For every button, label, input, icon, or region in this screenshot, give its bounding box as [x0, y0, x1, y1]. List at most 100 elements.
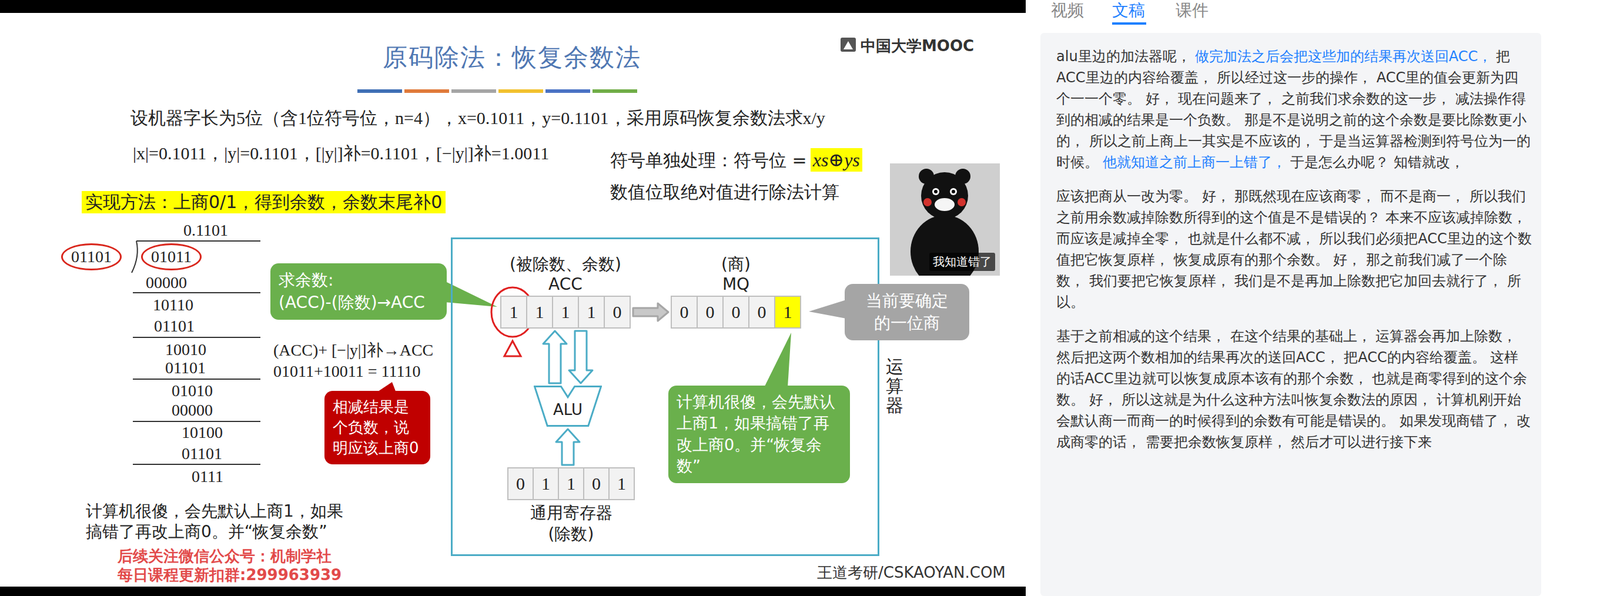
division-row: 10010	[165, 339, 207, 360]
red-circle: 01101	[61, 243, 122, 271]
mooc-logo-icon	[840, 37, 856, 52]
circled-number: 01101	[71, 247, 112, 267]
division-row: 00000	[171, 399, 213, 421]
frame-heading: 运算器	[885, 356, 904, 415]
transcript-panel	[1040, 32, 1542, 596]
bear-part	[934, 189, 938, 194]
rule-line	[132, 378, 261, 380]
green-callout: 计算机很傻，会先默认上商1，如果搞错了再改上商0。并“恢复余数”	[668, 385, 850, 484]
register-cell: 1	[526, 295, 554, 329]
alu-label: ALU	[533, 385, 602, 419]
top-black-bar	[0, 0, 1026, 13]
problem-statement: 设机器字长为5位（含1位符号位，n=4），x=0.1011，y=0.1101，采…	[130, 106, 826, 130]
transcript-text: 把ACC里边的内容给覆盖， 所以经过这一步的操作， ACC里的值会更新为四个一一…	[1056, 48, 1531, 171]
highlight-text: 实现方法：上商0/1，得到余数，余数末尾补0	[85, 191, 443, 214]
callout-text: 求余数:	[278, 269, 439, 292]
register-cell: 1	[774, 295, 802, 329]
red-callout: 相减结果是个负数，说明应该上商0	[324, 390, 431, 465]
title-color-bar	[357, 89, 638, 93]
rule-line	[132, 420, 261, 423]
register-cell: 0	[722, 295, 750, 329]
tab-label: 视频	[1050, 0, 1084, 21]
caption-patch: 我知道错了	[929, 252, 996, 271]
add-result: 01011+10011 = 11110	[273, 360, 421, 382]
register-heading: (商)MQ	[721, 254, 751, 296]
division-row: 10100	[181, 422, 223, 443]
color-segment	[498, 89, 544, 93]
color-segment	[357, 89, 403, 93]
circled-number: 01011	[151, 247, 192, 267]
bear-part	[934, 198, 955, 212]
register-name: (除数)	[530, 523, 613, 545]
transcript-paragraph: alu里边的加法器呢，做完加法之后会把这些加的结果再次送回ACC，把ACC里边的…	[1056, 45, 1533, 173]
sign-note: 符号单独处理：符号位 =	[610, 149, 808, 172]
register-cell: 0	[696, 295, 724, 329]
meme-caption: 我知道错了	[932, 253, 992, 270]
bear-part	[921, 172, 969, 220]
color-segment	[592, 89, 638, 93]
add-operation: (ACC)+ [−|y|]补→ACC	[273, 339, 434, 361]
alu-symbol: ALU	[533, 385, 602, 427]
footer-credit: 王道考研/CSKAOYAN.COM	[817, 563, 1006, 583]
rule-line	[132, 463, 261, 465]
callout-tail	[764, 332, 792, 388]
register-cell: 1	[608, 467, 635, 501]
register-cell: 1	[532, 467, 560, 501]
watermark: 每日课程更新扣群:299963939	[117, 565, 342, 585]
acc-register: (被除数、余数)ACC11110	[500, 295, 631, 329]
callout-text: 相减结果是个负数，说明应该上商0	[332, 396, 423, 459]
register-heading: (被除数、余数)ACC	[509, 254, 622, 296]
logo-mark	[843, 41, 853, 50]
note-text: 计算机很傻，会先默认上商1，如果搞错了再改上商0。并“恢复余数”	[85, 500, 358, 542]
highlight-band: 实现方法：上商0/1，得到余数，余数末尾补0	[81, 191, 446, 214]
gray-callout: 当前要确定的一位商	[844, 283, 970, 341]
register-cell: 1	[500, 295, 528, 329]
transcript-text: 应该把商从一改为零。 好， 那既然现在应该商零， 而不是商一， 所以我们之前用余…	[1056, 188, 1532, 311]
callout-text: (ACC)-(除数)→ACC	[278, 291, 439, 314]
register-name: ACC	[509, 274, 622, 295]
transcript-text: 基于之前相减的这个结果， 在这个结果的基础上， 运算器会再加上除数， 然后把这两…	[1056, 327, 1531, 451]
watermark: 后续关注微信公众号：机制学社	[117, 546, 332, 567]
register-cell: 0	[507, 467, 534, 501]
meme-picture: 我知道错了	[889, 163, 1000, 276]
register-cell: 1	[557, 467, 585, 501]
sign-formula: xs⊕ys	[810, 148, 863, 172]
register-cell: 0	[603, 295, 631, 329]
mq-register: (商)MQ00001	[670, 295, 802, 329]
rule-line	[132, 292, 261, 294]
division-bar	[136, 240, 261, 242]
logo-mark	[840, 37, 856, 52]
division-row: 01010	[171, 380, 213, 401]
hollow-arrow	[568, 330, 593, 384]
transcript-text: alu里边的加法器呢，	[1056, 48, 1191, 65]
division-row: 00000	[145, 272, 187, 293]
rule-line	[132, 336, 261, 338]
register-cell: 0	[748, 295, 776, 329]
data-transfer-arrow	[633, 303, 669, 321]
transcript-paragraph: 应该把商从一改为零。 好， 那既然现在应该商零， 而不是商一， 所以我们之前用余…	[1056, 185, 1533, 313]
bear-part	[951, 189, 956, 194]
color-segment	[404, 89, 450, 93]
register-cell: 1	[577, 295, 605, 329]
division-row: 10110	[152, 294, 194, 316]
logo-text: 中国大学MOOC	[860, 36, 974, 56]
transcript-text: 于是怎么办呢？ 知错就改，	[1290, 154, 1465, 171]
register-name: 通用寄存器	[530, 502, 613, 524]
register-cell: 0	[583, 467, 610, 501]
register-cell: 1	[551, 295, 579, 329]
tab-label-active: 文稿	[1112, 0, 1146, 21]
register-caption: 通用寄存器(除数)	[530, 500, 613, 545]
magnitude-note: 数值位取绝对值进行除法计算	[610, 181, 840, 204]
register-name: (商)	[721, 254, 751, 275]
transcript-highlight: 他就知道之前上商一上错了，	[1102, 154, 1287, 171]
red-circle: 01011	[141, 243, 202, 271]
bear-part	[949, 188, 957, 196]
long-division-lines	[131, 240, 261, 465]
problem-values: |x|=0.1011，|y|=0.1101，[|y|]补=0.1101，[−|y…	[132, 142, 550, 165]
division-row: 01101	[154, 315, 195, 337]
callout-text: 当前要确定的一位商	[861, 289, 953, 335]
register-name: MQ	[721, 274, 751, 295]
tab-label: 课件	[1175, 0, 1209, 21]
transcript-highlight: 做完加法之后会把这些加的结果再次送回ACC，	[1195, 48, 1493, 65]
